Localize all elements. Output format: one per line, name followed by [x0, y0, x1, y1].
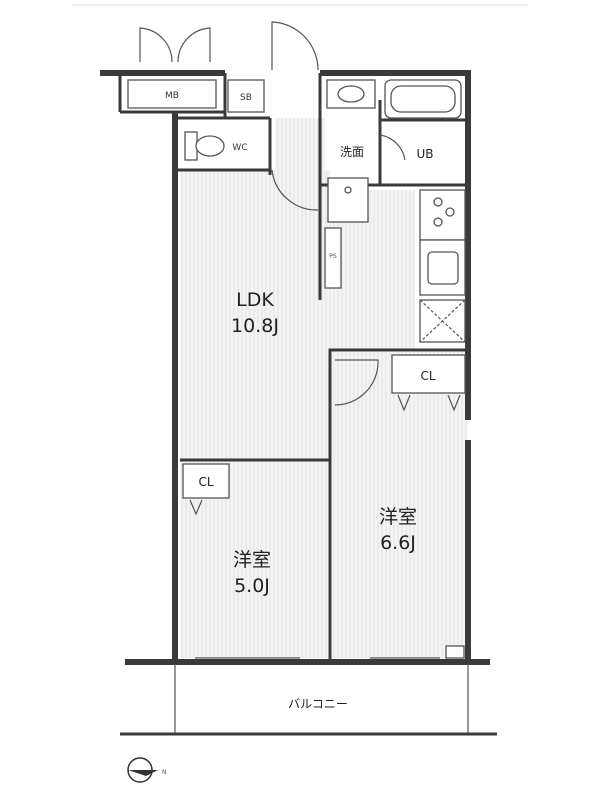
ldk-name: LDK	[236, 289, 274, 311]
burner-icon	[445, 207, 455, 217]
balcony-label: バルコニー	[288, 697, 348, 711]
western-b-size: 6.6J	[380, 532, 416, 554]
washbasin-icon	[337, 85, 365, 103]
burner-icon	[433, 197, 443, 207]
shoe-box-label: SB	[240, 93, 252, 103]
shoe-box	[227, 79, 265, 113]
ldk-size: 10.8J	[231, 315, 279, 337]
entrance-door-left[interactable]	[139, 27, 173, 63]
closet-b-doors	[397, 394, 461, 412]
bathtub-inner	[390, 85, 456, 113]
closet-b-label: CL	[420, 369, 435, 383]
svg-text:N: N	[162, 769, 167, 776]
western-a-size: 5.0J	[234, 575, 270, 597]
stove-counter	[419, 189, 466, 241]
pipe-space-label: PS	[329, 253, 337, 260]
closet-a	[182, 463, 230, 499]
compass-icon: N	[127, 757, 167, 783]
top-right-wall	[320, 70, 471, 420]
western-b-top-wall	[328, 348, 468, 460]
closet-b	[391, 354, 466, 394]
pipe-space	[324, 227, 342, 289]
toilet-tank	[184, 131, 198, 161]
toilet-label: WC	[232, 143, 247, 153]
western-b-door[interactable]	[334, 359, 379, 406]
ldk-floor	[180, 170, 330, 460]
closet-a-doors	[189, 499, 203, 516]
bath-label: UB	[416, 147, 433, 161]
washing-machine-pan	[327, 177, 369, 223]
western-a-name: 洋室	[233, 549, 271, 571]
corner-fitting	[445, 645, 465, 659]
closet-a-label: CL	[198, 475, 213, 489]
ldk-door-swing	[271, 169, 319, 211]
meter-box	[127, 79, 217, 109]
western-b-floor	[332, 352, 467, 658]
washroom-label: 洗面	[340, 145, 364, 159]
meter-box-label: MB	[165, 91, 179, 101]
drain-icon	[344, 186, 352, 194]
entrance-floor	[275, 118, 325, 170]
kitchen-sink-icon	[427, 251, 459, 285]
burner-icon	[433, 217, 443, 227]
toilet-icon	[195, 135, 225, 157]
entrance-door-main[interactable]	[271, 21, 319, 71]
western-b-name: 洋室	[379, 506, 417, 528]
entrance-door-right[interactable]	[177, 27, 211, 63]
fridge-cross	[419, 299, 466, 343]
bath-door-swing	[379, 134, 406, 161]
